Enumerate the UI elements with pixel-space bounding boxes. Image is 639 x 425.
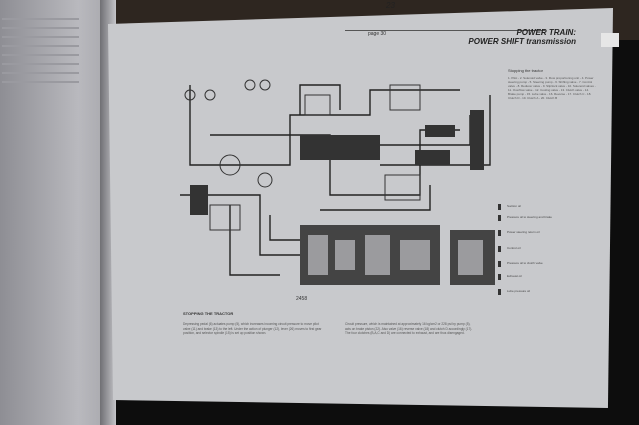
key-label: Control oil [507,246,521,250]
key-swatch [498,230,501,236]
key-swatch [498,204,501,210]
page-number: 23 [386,1,395,10]
key-swatch [498,261,501,267]
paragraph-left: Depressing pedal (6) actuates pump (5), … [183,322,322,335]
key-label: Pressure oil to steering and brake [507,215,552,219]
page-title: POWER TRAIN: POWER SHIFT transmission [456,28,576,46]
legend-title: Stopping the tractor [508,68,543,73]
key-item: Control oil [498,245,568,253]
key-item: Lube pressure oil [498,288,568,296]
key-label: Exhaust oil [507,274,522,278]
title-line-1: POWER TRAIN: [516,28,576,37]
key-swatch [498,274,501,280]
page-ref: page 30 [368,31,387,37]
header-rule [345,30,545,31]
key-swatch [498,215,501,221]
key-item: Pressure oil to steering and brake [498,214,568,222]
key-label: Suction oil [507,204,521,208]
key-label: Power steering return oil [507,230,540,234]
key-swatch [498,246,501,252]
figure-number: 2458 [296,296,307,302]
key-swatch [498,289,501,295]
key-label: Pressure oil to clutch valve [507,261,543,265]
title-line-2: POWER SHIFT transmission [468,37,576,46]
key-label: Lube pressure oil [507,289,531,293]
section-title: STOPPING THE TRACTOR [183,311,234,316]
key-item: Power steering return oil [498,229,568,237]
legend-body: 1. Pilot - 2. Solenoid valve - 3. Flow p… [508,76,596,100]
key-item: Pressure oil to clutch valve [498,260,568,268]
paragraph-right: Circuit pressure, which is maintained at… [345,322,473,335]
hydraulic-diagram: 2458 [180,79,495,302]
key-item: Exhaust oil [498,273,568,281]
left-page [0,0,112,425]
page-tab [601,33,619,47]
key-item: Suction oil [498,203,568,211]
